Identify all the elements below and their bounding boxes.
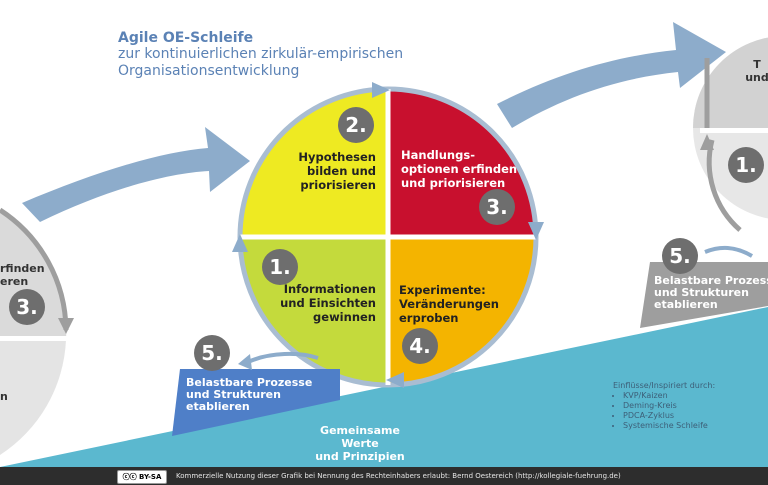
big-arrow-left <box>22 127 250 222</box>
step5-label: Belastbare Prozesse und Strukturen etabl… <box>186 376 313 413</box>
left-step3-circle <box>9 289 45 325</box>
quadrant-4-label: Experimente: Veränderungen erproben <box>399 283 499 325</box>
cycle-arrowhead-bottom <box>386 372 404 388</box>
title-main: Agile OE-Schleife <box>118 30 254 46</box>
cc-license-badge[interactable]: ⓒⓒ BY-SA <box>117 470 167 484</box>
right-step5-number: 5. <box>669 244 691 268</box>
step2-circle <box>338 107 374 143</box>
step5-box <box>172 369 340 436</box>
right-step5-box <box>640 262 768 328</box>
cc-icon: ⓒⓒ <box>122 473 140 481</box>
step4-number: 4. <box>409 334 431 358</box>
title-line2: zur kontinuierlichen zirkulär-empirische… <box>118 46 404 62</box>
big-arrow-right <box>497 22 726 128</box>
step1-number: 1. <box>269 255 291 279</box>
influence-item: Systemische Schleife <box>623 421 715 431</box>
quadrant-2-label: Hypothesen bilden und priorisieren <box>298 150 376 192</box>
left-loop <box>0 207 74 455</box>
step2-number: 2. <box>345 113 367 137</box>
influence-item: KVP/Kaizen <box>623 391 715 401</box>
step5-arrow <box>247 351 319 364</box>
step5-number: 5. <box>201 341 223 365</box>
step5-circle <box>194 335 230 371</box>
quadrant-1-label: Informationen und Einsichten gewinnen <box>280 282 376 324</box>
cycle-arrowhead-right <box>528 222 544 240</box>
step3-number: 3. <box>486 195 508 219</box>
left-step3-number: 3. <box>16 295 38 319</box>
cycle-arrowhead-top <box>372 82 390 98</box>
step4-circle <box>402 328 438 364</box>
right-step5-label: Belastbare Prozesse und Strukturen etabl… <box>654 275 768 311</box>
influences: Einflüsse/Inspiriert durch: KVP/Kaizen D… <box>613 381 715 431</box>
diagram-title: Agile OE-Schleife zur kontinuierlichen z… <box>118 30 403 80</box>
step1-circle <box>262 249 298 285</box>
main-cycle <box>232 82 544 388</box>
quadrant-3-label: Handlungs- optionen erfinden und prioris… <box>401 148 518 190</box>
right-loop <box>640 37 768 328</box>
title-line3: Organisationsentwicklung <box>118 63 300 79</box>
right-step1-number: 1. <box>735 153 757 177</box>
base-label: Gemeinsame Werte und Prinzipien <box>315 424 405 463</box>
right-loop-top-label: T und <box>745 58 768 84</box>
influence-item: PDCA-Zyklus <box>623 411 715 421</box>
right-step1-circle <box>728 147 764 183</box>
right-step5-circle <box>662 238 698 274</box>
left-loop-partial: n <box>0 390 8 403</box>
cycle-arrowhead-left <box>232 234 248 252</box>
license-footer: ⓒⓒ BY-SA Kommerzielle Nutzung dieser Gra… <box>0 467 768 485</box>
influence-item: Deming-Kreis <box>623 401 715 411</box>
step3-circle <box>479 189 515 225</box>
influences-heading: Einflüsse/Inspiriert durch: <box>613 381 716 390</box>
license-text: Kommerzielle Nutzung dieser Grafik bei N… <box>176 472 621 480</box>
left-loop-label: rfinden eren <box>0 262 45 288</box>
